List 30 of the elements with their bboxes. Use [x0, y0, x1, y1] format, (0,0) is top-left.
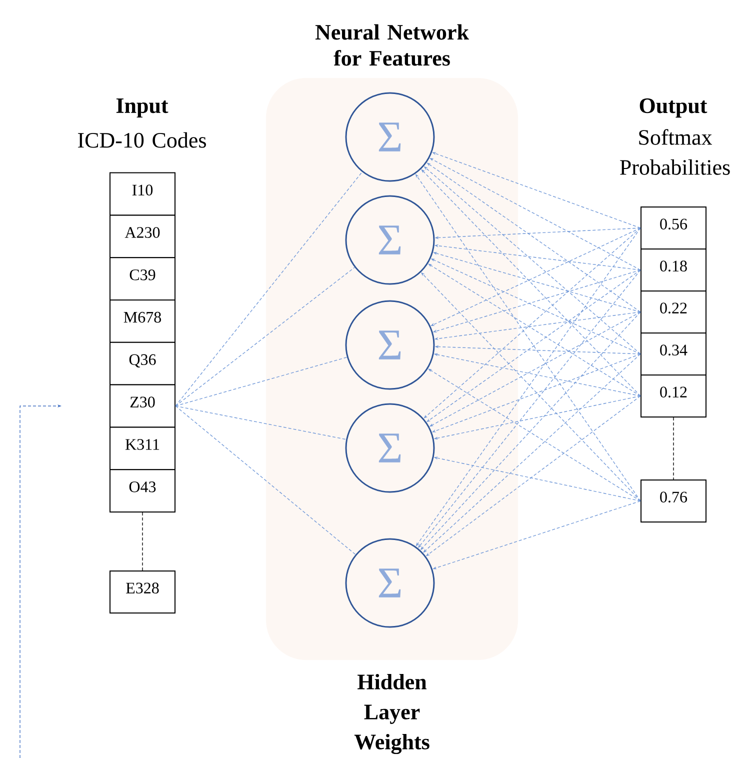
code-cell: 0.56	[640, 206, 706, 250]
code-cell: Z30	[110, 384, 176, 428]
connection-arrow	[428, 264, 641, 396]
code-cell: E328	[110, 570, 176, 614]
code-cell: Q36	[110, 342, 176, 386]
connection-line	[142, 512, 143, 571]
column-heading: Input	[116, 98, 168, 118]
code-cell: 0.34	[640, 332, 706, 376]
connection-arrow	[428, 368, 641, 502]
code-cell: 0.18	[640, 248, 706, 292]
code-cell: I10	[110, 172, 176, 216]
code-cell: O43	[110, 469, 176, 512]
column-heading: ICD-10 Codes	[78, 132, 206, 148]
connection-line	[175, 356, 348, 406]
connection-line	[175, 172, 362, 406]
connection-line	[175, 406, 346, 440]
connection-line	[175, 267, 355, 406]
connection-line	[673, 417, 674, 480]
code-cell: C39	[110, 257, 176, 300]
code-cell: M678	[110, 300, 176, 343]
layer-heading: Neural Network for Features	[315, 24, 469, 66]
connection-line	[175, 406, 356, 555]
code-cell: 0.76	[640, 480, 706, 522]
code-cell: 0.12	[640, 374, 706, 418]
column-heading: Softmax Probabilities	[620, 129, 730, 175]
code-cell: A230	[110, 214, 176, 258]
layer-heading: Hidden Layer Weights	[354, 674, 430, 754]
code-cell: 0.22	[640, 290, 706, 334]
code-cell: K311	[110, 426, 176, 470]
column-heading: Output	[640, 98, 708, 118]
